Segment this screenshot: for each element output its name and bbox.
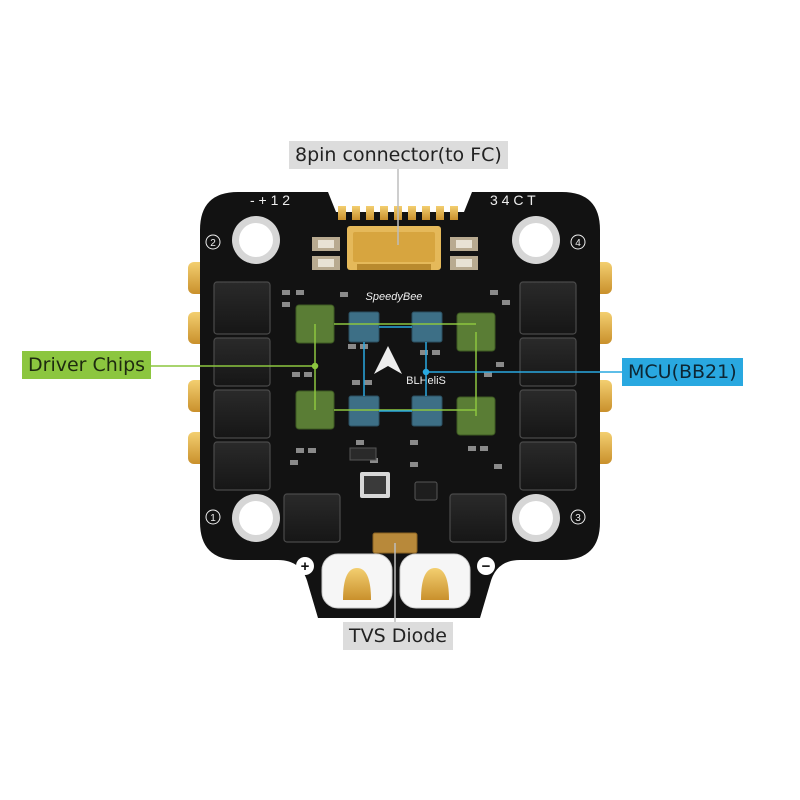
driver-chips-callout: Driver Chips [22, 351, 152, 379]
speedybee-logo-icon [374, 346, 402, 374]
mcu-chips [348, 311, 443, 427]
motor-4-label: 4 [575, 238, 581, 249]
battery-pads [321, 553, 471, 609]
lower-components [349, 447, 438, 501]
motor-3-label: 3 [575, 513, 581, 524]
minus-sign: − [482, 558, 491, 575]
tvs-diode-callout: TVS Diode [343, 622, 453, 650]
plus-symbol-icon [296, 557, 314, 575]
driver-leader-lines [137, 323, 477, 416]
pin-labels-right: 3 4 C T [490, 192, 536, 208]
plus-sign: + [301, 558, 310, 575]
connector-capacitors [312, 237, 478, 270]
pin-labels-left: - + 1 2 [250, 192, 290, 208]
mosfets [213, 281, 577, 543]
motor-1-label: 1 [210, 513, 216, 524]
passive-components [282, 290, 510, 469]
connector-callout: 8pin connector(to FC) [289, 141, 508, 169]
brand-label: SpeedyBee [366, 291, 423, 303]
mounting-holes [232, 216, 560, 542]
mcu-leader-lines [363, 326, 622, 412]
motor-2-label: 2 [210, 238, 216, 249]
minus-symbol-icon [477, 557, 495, 575]
8pin-connector [347, 226, 441, 270]
mcu-callout: MCU(BB21) [622, 358, 743, 386]
motor-number-markers [205, 234, 586, 525]
